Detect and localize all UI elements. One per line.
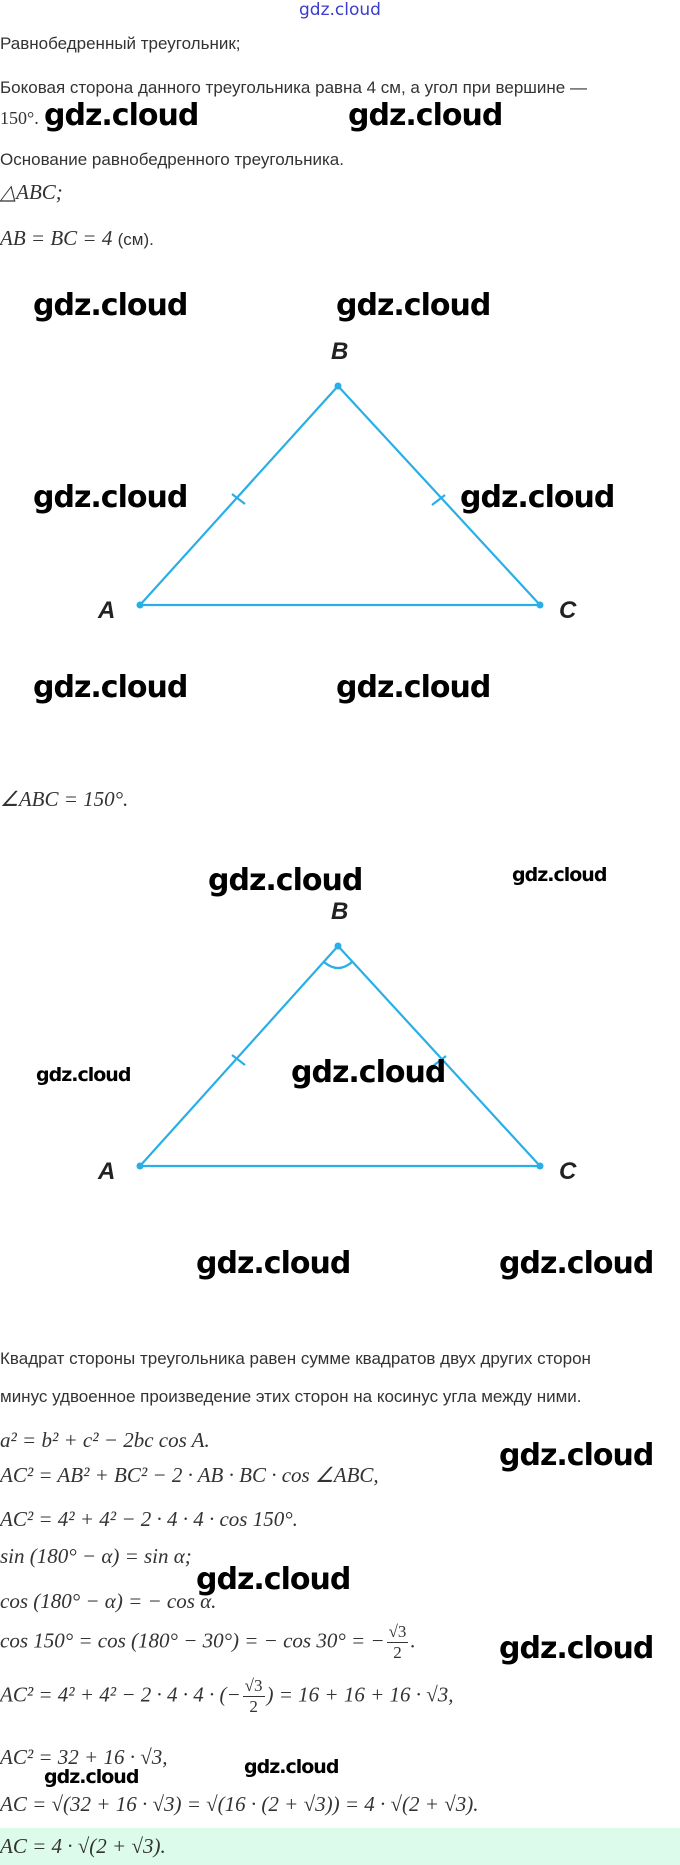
watermark: gdz.cloud <box>499 1631 654 1666</box>
vertex-label-b: B <box>331 898 349 925</box>
ac-root-derivation: AC = √(32 + 16 · √3) = √(16 · (2 + √3)) … <box>0 1792 479 1816</box>
watermark: gdz.cloud <box>33 288 188 323</box>
watermark: gdz.cloud <box>33 670 188 705</box>
triangle-notation: △ABC; <box>0 180 63 204</box>
side-bc <box>337 385 541 606</box>
side-ab <box>139 945 339 1167</box>
watermark: gdz.cloud <box>208 863 363 898</box>
answer-box: AC = 4 · √(2 + √3). <box>0 1828 680 1865</box>
watermark: gdz.cloud <box>336 670 491 705</box>
vertex-label-c: C <box>559 597 577 624</box>
vertex-label-a: A <box>98 597 116 624</box>
given-line-1: Равнобедренный треугольник; <box>0 34 241 53</box>
rule-line-1: Квадрат стороны треугольника равен сумме… <box>0 1349 591 1368</box>
find-line: Основание равнобедренного треугольника. <box>0 150 344 169</box>
watermark: gdz.cloud <box>460 480 615 515</box>
sin-identity: sin (180° − α) = sin α; <box>0 1544 192 1568</box>
ac-squared-result: AC² = 32 + 16 · √3, <box>0 1745 168 1769</box>
side-ab <box>139 385 339 606</box>
vertex-a-point <box>136 601 144 609</box>
vertex-label-c: C <box>559 1158 577 1185</box>
triangle-figure-2 <box>136 942 544 1170</box>
watermark: gdz.cloud <box>36 1064 131 1086</box>
vertex-b-point <box>334 382 342 390</box>
given-line-2: Боковая сторона данного треугольника рав… <box>0 78 587 97</box>
cosine-law-general: a² = b² + c² − 2bc cos A. <box>0 1428 210 1452</box>
watermark: gdz.cloud <box>512 864 607 886</box>
watermark: gdz.cloud <box>348 98 503 133</box>
tick-mark-ab <box>231 1054 246 1066</box>
watermark: gdz.cloud <box>44 1766 139 1788</box>
vertex-b-point <box>334 942 342 950</box>
watermark: gdz.cloud <box>291 1055 446 1090</box>
answer: AC = 4 · √(2 + √3). <box>0 1834 166 1858</box>
site-link[interactable]: gdz.cloud <box>299 0 381 20</box>
cos-150-value: cos 150° = cos (180° − 30°) = − cos 30° … <box>0 1622 416 1662</box>
cos-identity: cos (180° − α) = − cos α. <box>0 1589 217 1613</box>
vertex-label-a: A <box>98 1158 116 1185</box>
watermark: gdz.cloud <box>244 1756 339 1778</box>
watermark: gdz.cloud <box>499 1438 654 1473</box>
vertex-c-point <box>536 601 544 609</box>
angle-arc-b <box>323 961 353 970</box>
watermark: gdz.cloud <box>44 98 199 133</box>
vertex-a-point <box>136 1162 144 1170</box>
sides-equation: AB = BC = 4 (см). <box>0 226 154 250</box>
vertex-label-b: B <box>331 338 349 365</box>
vertex-c-point <box>536 1162 544 1170</box>
watermark: gdz.cloud <box>336 288 491 323</box>
cosine-law-values: AC² = 4² + 4² − 2 · 4 · 4 · cos 150°. <box>0 1507 298 1531</box>
tick-mark-bc <box>432 1055 447 1067</box>
watermark: gdz.cloud <box>196 1562 351 1597</box>
watermark: gdz.cloud <box>33 480 188 515</box>
watermark: gdz.cloud <box>196 1246 351 1281</box>
tick-mark-bc <box>431 494 446 506</box>
cosine-law-specific: AC² = AB² + BC² − 2 · AB · BC · cos ∠ABC… <box>0 1463 379 1487</box>
angle-equation: ∠ABC = 150°. <box>0 787 129 811</box>
triangle-figure-1 <box>136 382 544 609</box>
rule-line-2: минус удвоенное произведение этих сторон… <box>0 1387 582 1406</box>
side-bc <box>337 945 541 1167</box>
watermark: gdz.cloud <box>499 1246 654 1281</box>
given-line-3: 150°. <box>0 108 39 128</box>
tick-mark-ab <box>231 493 246 505</box>
